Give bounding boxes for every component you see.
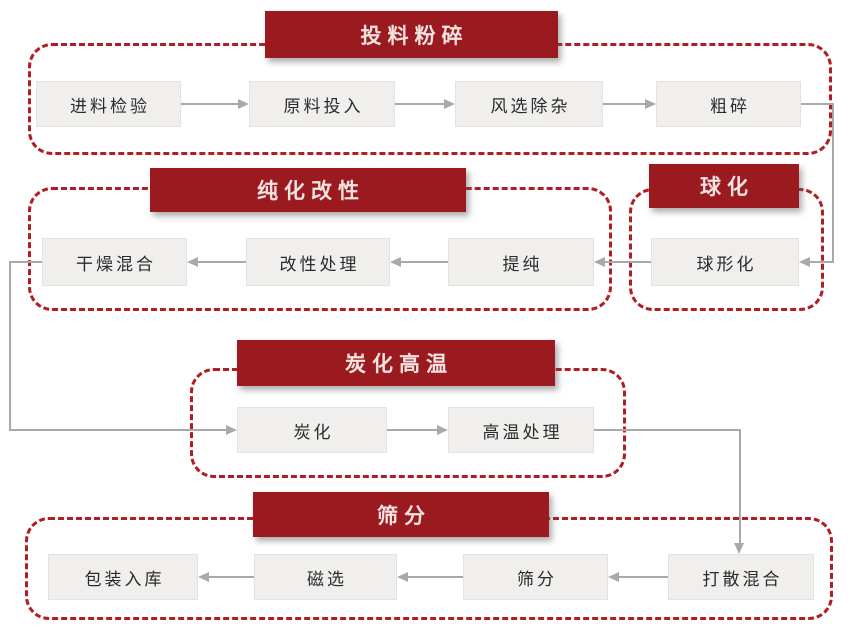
connector-line — [395, 103, 444, 105]
header-purification-modification: 纯化改性 — [150, 168, 466, 212]
connector-line — [198, 261, 246, 263]
connector-line — [9, 261, 42, 263]
step-drying-mixing: 干燥混合 — [42, 238, 187, 286]
step-purification: 提纯 — [448, 238, 594, 286]
arrowhead-left-icon — [608, 572, 619, 582]
arrowhead-down-icon — [734, 543, 744, 554]
connector-line — [9, 429, 226, 431]
arrowhead-right-icon — [238, 99, 249, 109]
header-carbonization-high-temp: 炭化高温 — [237, 340, 555, 386]
step-incoming-inspection: 进料检验 — [36, 81, 181, 127]
header-screening: 筛分 — [253, 492, 549, 537]
arrowhead-left-icon — [397, 572, 408, 582]
step-scatter-mixing: 打散混合 — [668, 554, 814, 600]
arrowhead-right-icon — [444, 99, 455, 109]
connector-line — [209, 576, 254, 578]
step-raw-material-feeding: 原料投入 — [249, 81, 395, 127]
connector-line — [739, 429, 741, 543]
step-high-temperature-treatment: 高温处理 — [448, 407, 594, 453]
connector-line — [9, 261, 11, 430]
connector-line — [408, 576, 463, 578]
connector-line — [801, 103, 834, 105]
step-carbonization: 炭化 — [237, 407, 387, 453]
connector-line — [594, 429, 741, 431]
connector-line — [832, 103, 834, 263]
connector-line — [810, 261, 834, 263]
connector-line — [619, 576, 668, 578]
arrowhead-left-icon — [187, 257, 198, 267]
step-packaging-warehousing: 包装入库 — [48, 554, 198, 600]
step-modification-treatment: 改性处理 — [246, 238, 390, 286]
arrowhead-left-icon — [390, 257, 401, 267]
arrowhead-right-icon — [645, 99, 656, 109]
step-spheroidizing: 球形化 — [651, 238, 799, 286]
arrowhead-left-icon — [198, 572, 209, 582]
connector-line — [401, 261, 448, 263]
step-screening: 筛分 — [463, 554, 608, 600]
header-feed-crushing: 投料粉碎 — [265, 11, 558, 58]
step-air-classification: 风选除杂 — [455, 81, 603, 127]
arrowhead-right-icon — [226, 425, 237, 435]
arrowhead-left-icon — [799, 257, 810, 267]
connector-line — [181, 103, 238, 105]
arrowhead-right-icon — [437, 425, 448, 435]
step-coarse-crushing: 粗碎 — [656, 81, 801, 127]
connector-line — [605, 261, 651, 263]
step-magnetic-separation: 磁选 — [254, 554, 397, 600]
arrowhead-left-icon — [594, 257, 605, 267]
connector-line — [603, 103, 645, 105]
header-spheroidization: 球化 — [649, 164, 799, 208]
connector-line — [387, 429, 437, 431]
